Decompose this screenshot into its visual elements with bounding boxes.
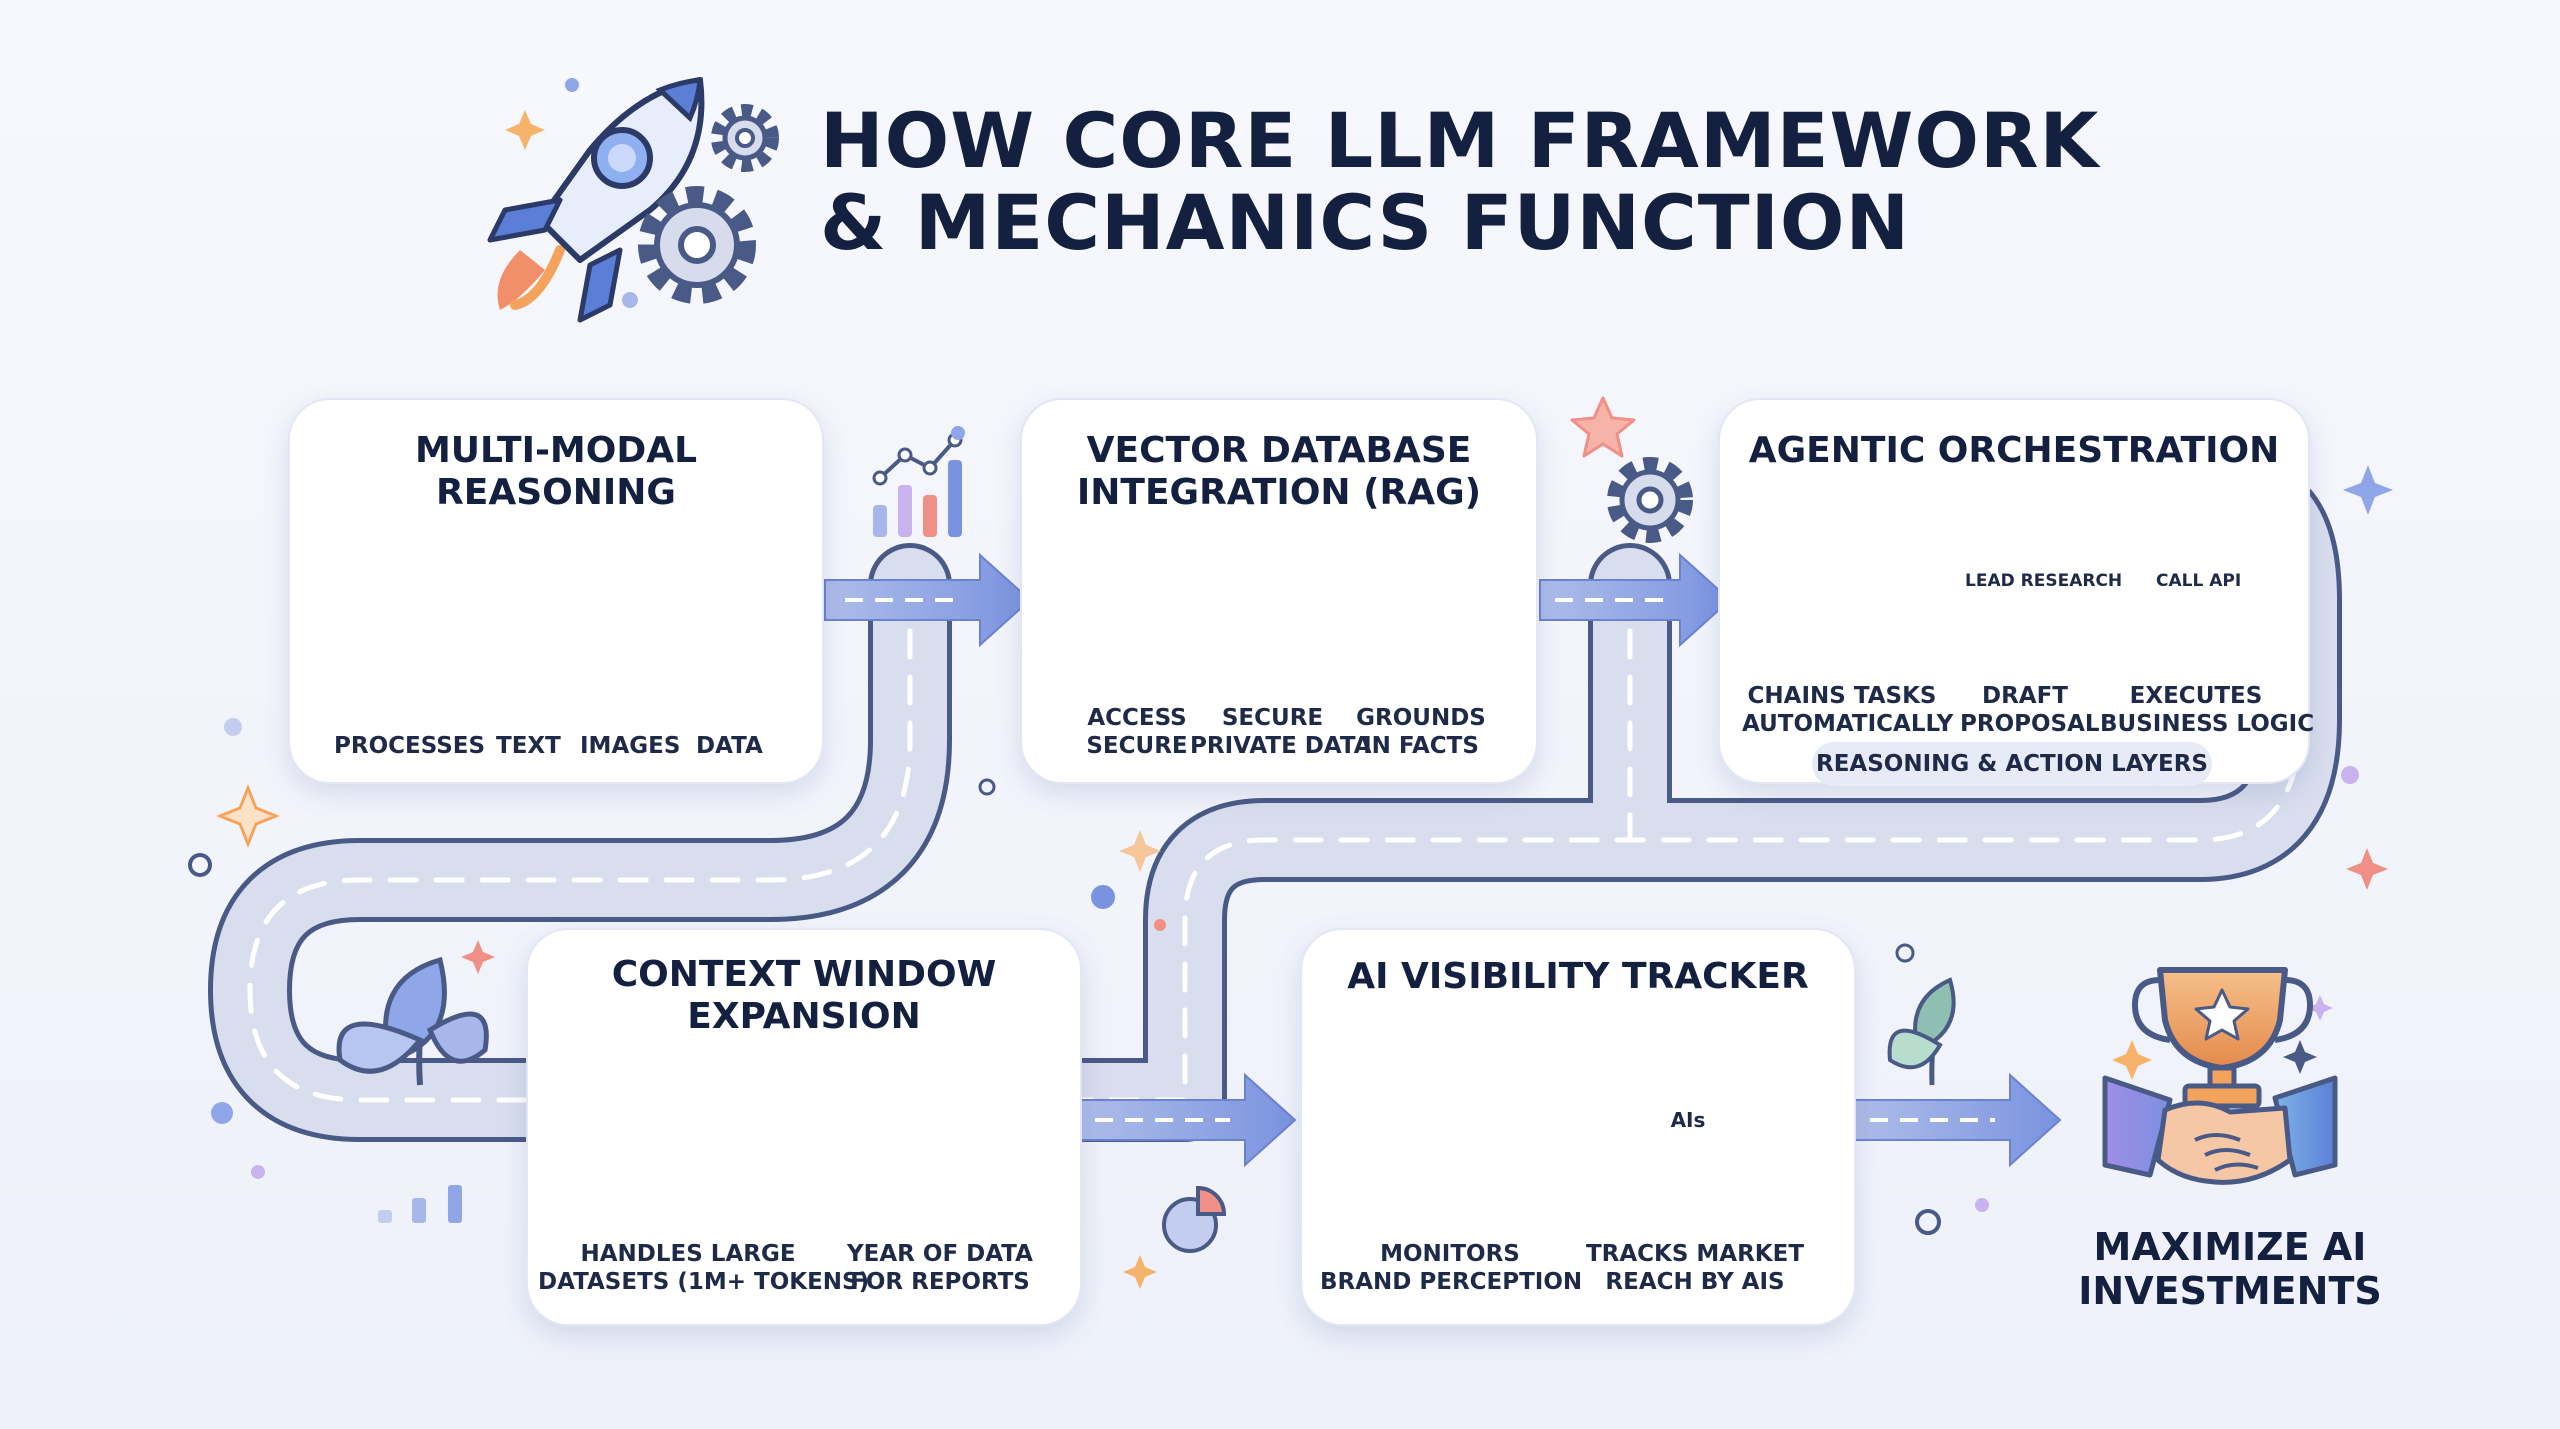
flow-arrow [1539,552,1732,648]
stage-label: TEXT [496,733,561,759]
gear-icon [1607,457,1693,543]
flow-arrow [1854,1072,2062,1168]
card-title: AGENTIC ORCHESTRATION [1748,430,2280,471]
card-context-window-expansion: CONTEXT WINDOW EXPANSION [526,928,1082,1326]
plant-icon [1887,977,1956,1086]
network-hub-label: AIs [1670,1108,1706,1132]
card-agentic-orchestration: AGENTIC ORCHESTRATION [1718,398,2310,784]
bar-chart-icon [378,1185,462,1223]
card-title: CONTEXT WINDOW EXPANSION [611,954,997,1037]
flow-arrow [824,552,1032,648]
pie-chart-icon [1162,1185,1227,1253]
title-line: & MECHANICS FUNCTION [820,178,1911,267]
handshake-icon [2102,1075,2338,1185]
step-label: CALL API [2156,571,2242,591]
step-label: LEAD RESEARCH [1965,571,2123,591]
card-multi-modal-reasoning: MULTI-MODAL REASONING [288,398,824,784]
stage-label: PROCESSES [334,733,486,759]
stage-label: IMAGES [580,733,681,759]
outcome-label: MAXIMIZE AI INVESTMENTS [2078,1225,2382,1313]
flow-arrow [1079,1072,1297,1168]
card-title: AI VISIBILITY TRACKER [1347,956,1809,997]
page-title: HOW CORE LLM FRAMEWORK & MECHANICS FUNCT… [820,100,2099,264]
plant-icon [336,956,489,1086]
decoration [188,78,2393,1289]
gear-icon [638,186,756,304]
card-title: MULTI-MODAL REASONING [414,430,698,513]
card-vector-database-integration: VECTOR DATABASE INTEGRATION (RAG) [1020,398,1538,784]
bar-chart-icon [872,426,965,537]
rocket-icon [487,77,705,323]
gear-icon [711,104,779,172]
title-line: HOW CORE LLM FRAMEWORK [820,96,2100,185]
trophy-icon [2131,967,2314,1109]
stage-label: DATA [696,733,763,759]
layers-pill: REASONING & ACTION LAYERS [1812,742,2212,786]
card-title: VECTOR DATABASE INTEGRATION (RAG) [1076,430,1482,513]
card-ai-visibility-tracker: AI VISIBILITY TRACKER [1300,928,1856,1326]
